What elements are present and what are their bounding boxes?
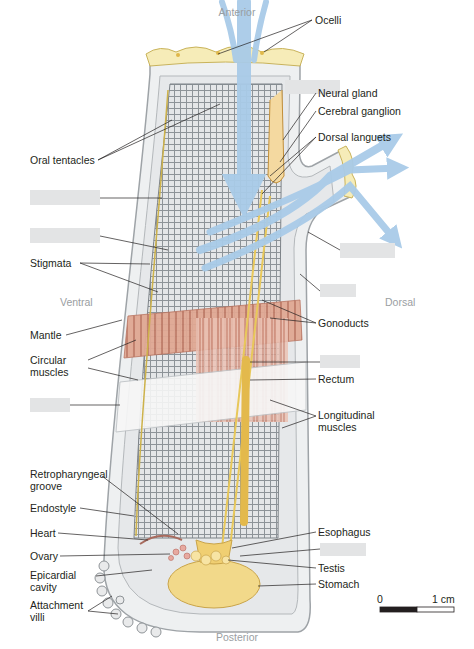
scale-label: 0 bbox=[377, 593, 397, 605]
part-label: Stigmata bbox=[30, 257, 110, 269]
testis bbox=[191, 551, 230, 565]
part-label: Neural gland bbox=[318, 87, 418, 99]
body-wall bbox=[118, 76, 334, 614]
tunic-outline bbox=[104, 58, 352, 632]
stomach bbox=[168, 560, 260, 608]
leader-lines bbox=[58, 20, 340, 614]
orientation-label: Dorsal bbox=[385, 296, 445, 308]
part-label: Stomach bbox=[318, 578, 388, 590]
part-label: Epicardial cavity bbox=[30, 569, 92, 593]
part-label: Testis bbox=[318, 562, 378, 574]
orientation-label: Anterior bbox=[187, 6, 287, 18]
part-label: Retropharyngeal groove bbox=[30, 468, 110, 492]
ovary bbox=[169, 545, 191, 561]
esophagus bbox=[196, 540, 232, 564]
part-label: Heart bbox=[30, 527, 80, 539]
rectum bbox=[244, 360, 246, 522]
part-label: Oral tentacles bbox=[30, 154, 120, 166]
orientation-label: Ventral bbox=[60, 296, 120, 308]
part-label: Circular muscles bbox=[30, 354, 82, 378]
endostyle bbox=[136, 90, 168, 536]
scale-bar bbox=[380, 607, 454, 612]
part-label: Longitudinal muscles bbox=[318, 409, 388, 433]
part-label: Ocelli bbox=[315, 14, 395, 26]
part-label: Attachment villi bbox=[30, 599, 92, 623]
part-label: Endostyle bbox=[30, 502, 100, 514]
scale-label: 1 cm bbox=[432, 593, 472, 605]
oral-siphon-rim bbox=[146, 46, 304, 66]
part-label: Gonoducts bbox=[318, 317, 398, 329]
part-label: Ovary bbox=[30, 550, 80, 562]
neural-complex bbox=[268, 90, 284, 183]
part-label: Mantle bbox=[30, 329, 90, 341]
orientation-label: Posterior bbox=[187, 631, 287, 643]
part-label: Cerebral ganglion bbox=[318, 105, 438, 117]
part-label: Esophagus bbox=[318, 526, 398, 538]
part-label: Rectum bbox=[318, 373, 398, 385]
part-label: Dorsal languets bbox=[318, 131, 428, 143]
